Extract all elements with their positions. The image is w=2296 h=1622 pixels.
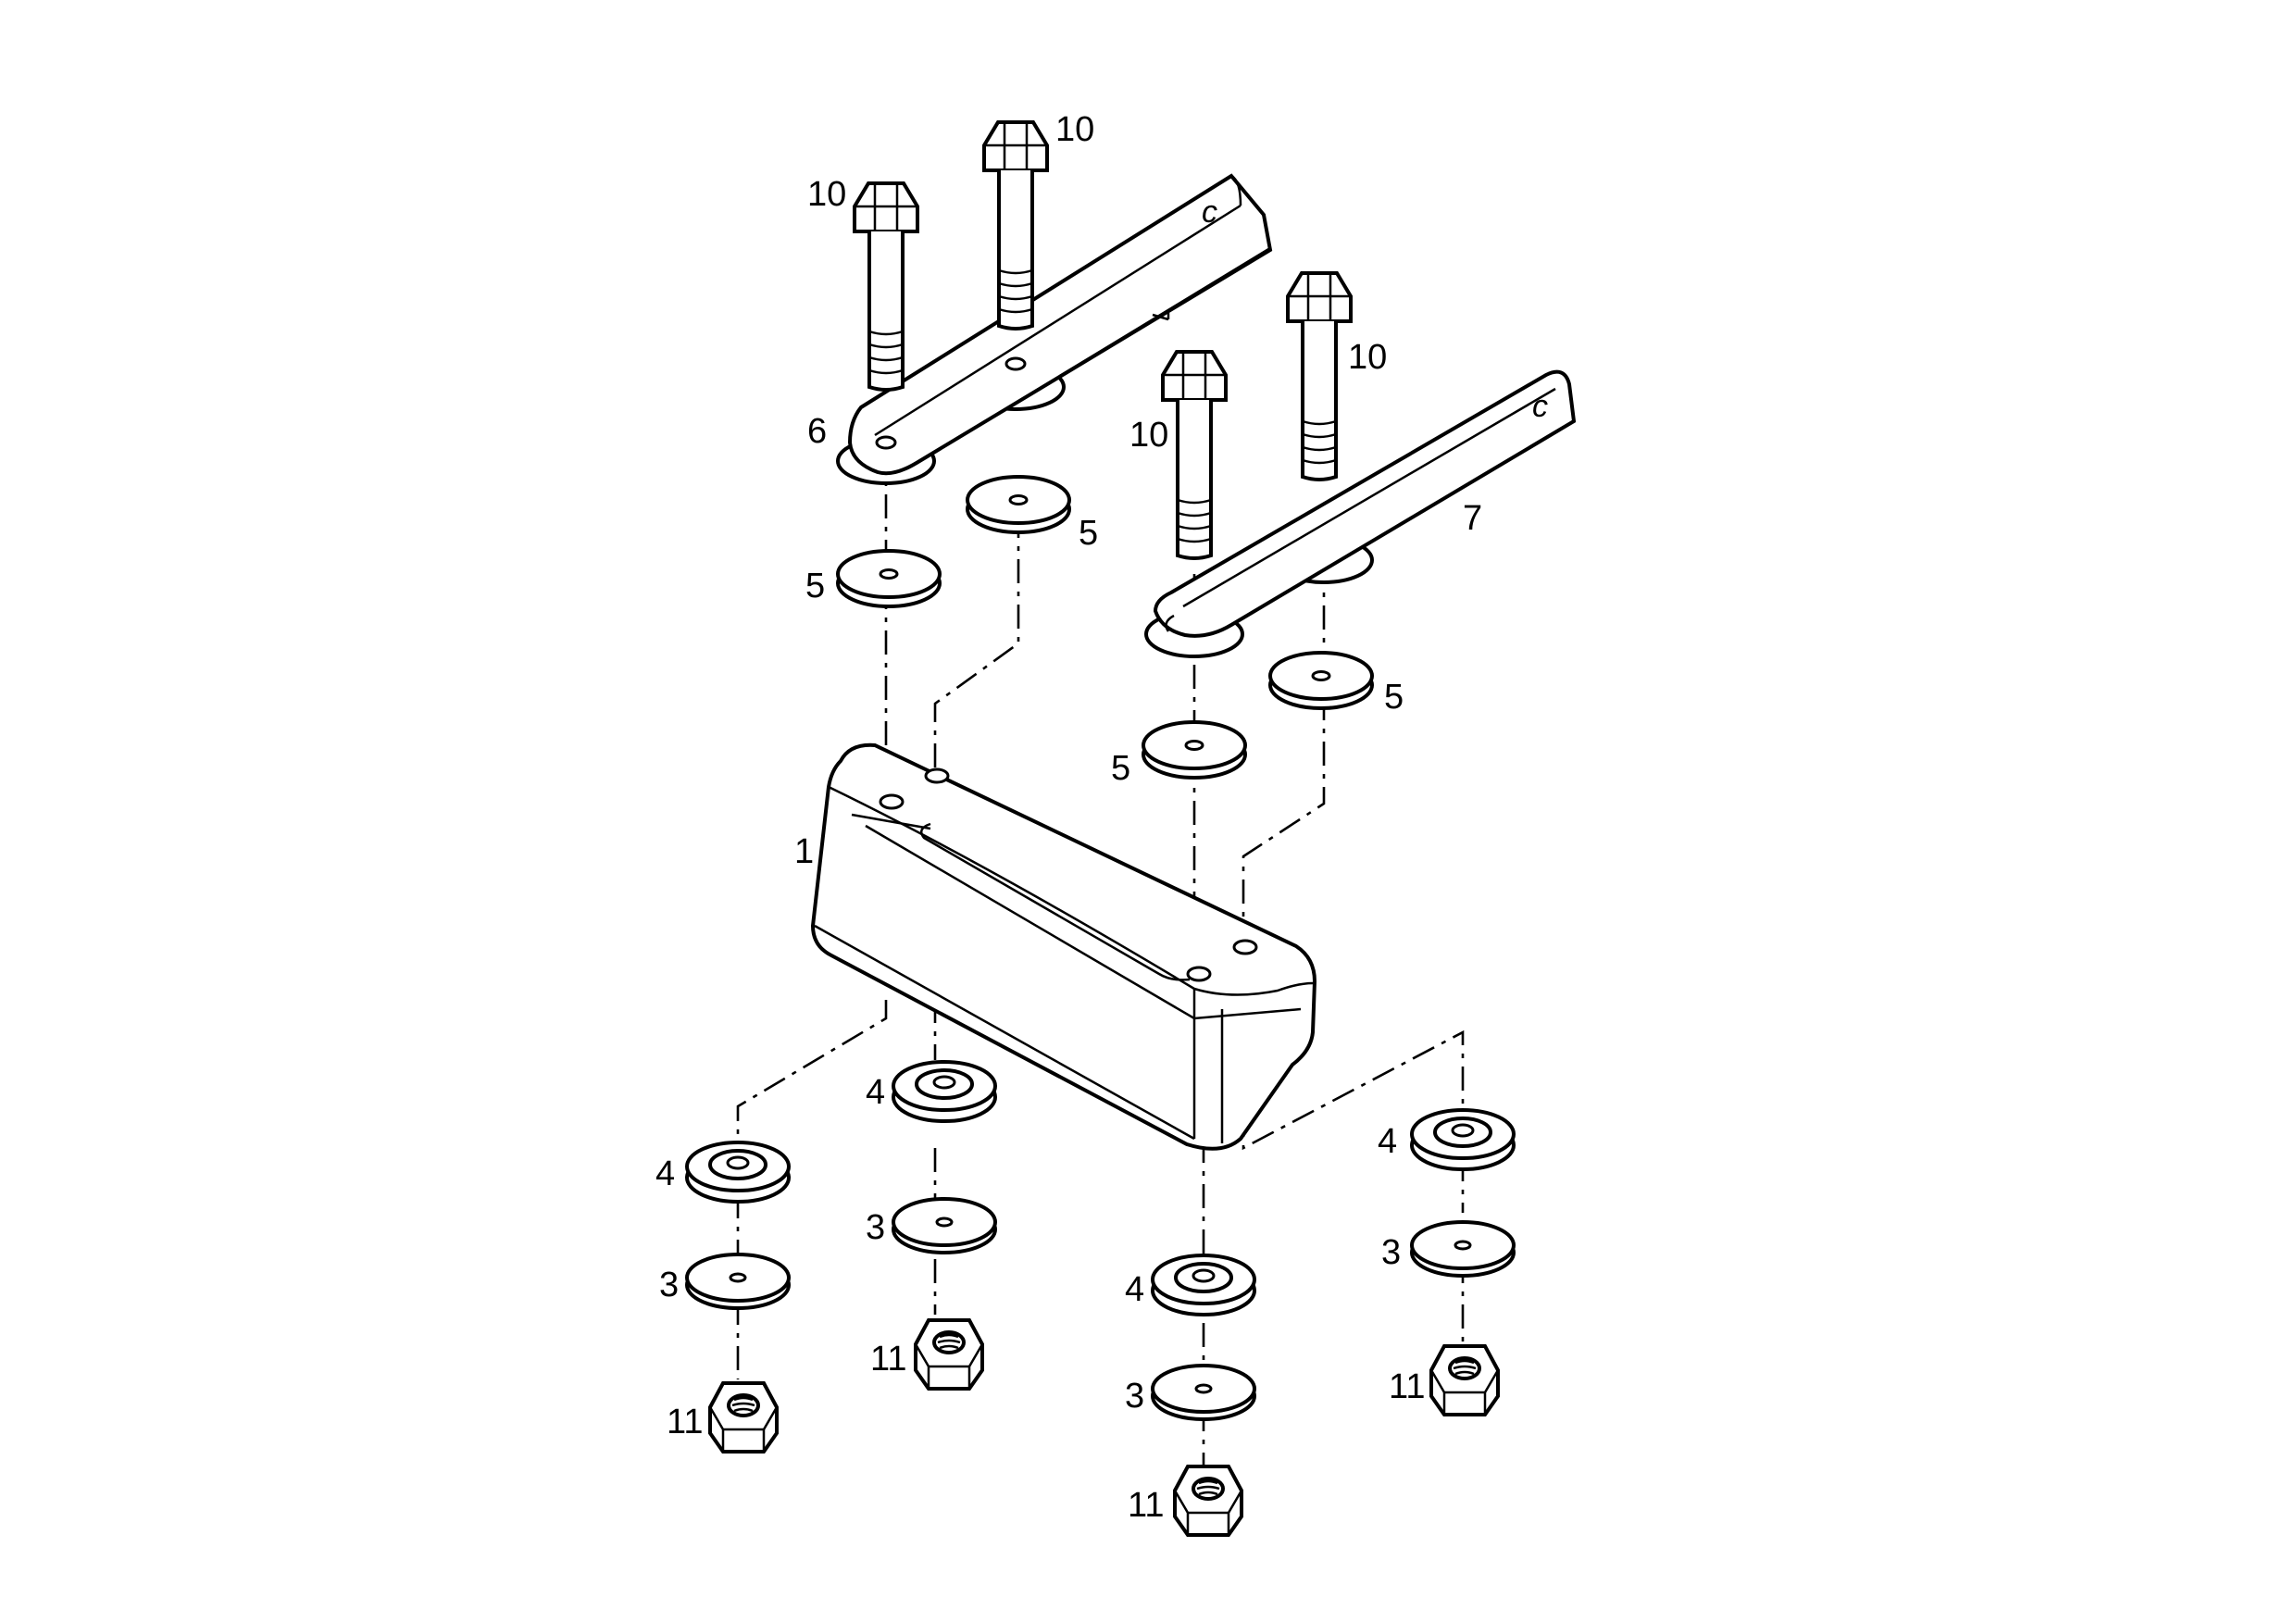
nut-a [708,1381,779,1454]
callout-11-d: 11 [1389,1367,1425,1406]
washer-3-d [1410,1220,1516,1278]
bolt-c [1161,350,1228,560]
bracket-mark-6: c [1202,194,1217,230]
nut-c [1173,1465,1243,1537]
bracket-part-6: c [836,173,1273,485]
callout-10-a: 10 [807,175,846,214]
callout-3-c: 3 [1125,1377,1144,1416]
callout-4-a: 4 [655,1154,675,1193]
callout-5-b: 5 [805,567,825,605]
callout-7: 7 [1463,499,1482,538]
callout-5-d: 5 [1111,749,1130,788]
nut-d [1429,1344,1500,1416]
washer-5-a [966,475,1071,534]
washer-5-d [1142,720,1247,780]
callout-3-a: 3 [659,1266,679,1304]
callout-10-c: 10 [1348,338,1387,377]
callout-10-d: 10 [1129,416,1168,455]
washer-5-b [836,549,942,608]
bolt-d [1286,271,1353,481]
callout-11-a: 11 [667,1403,703,1441]
washer-4-c [1151,1254,1256,1316]
callout-6: 6 [807,412,827,451]
callout-3-b: 3 [866,1208,885,1247]
bracket-mark-7: c [1532,389,1548,424]
callout-5-c: 5 [1384,678,1404,717]
washer-4-b [892,1060,997,1123]
callout-1: 1 [794,832,814,871]
washer-3-a [685,1253,791,1310]
callout-11-c: 11 [1128,1486,1164,1525]
washer-3-b [892,1197,997,1254]
nut-b [914,1318,984,1391]
callout-11-b: 11 [870,1340,906,1379]
washer-4-a [685,1141,791,1204]
callouts: 1 6 7 10 10 10 10 5 5 5 5 4 4 4 4 3 3 3 … [655,110,1482,1525]
callout-4-d: 4 [1378,1122,1397,1161]
washer-3-c [1151,1364,1256,1421]
callout-4-c: 4 [1125,1270,1144,1309]
bolt-a [853,181,919,392]
callout-3-d: 3 [1381,1233,1401,1272]
callout-5-a: 5 [1079,514,1098,553]
block-part-1 [810,742,1317,1151]
washer-5-c [1268,651,1374,710]
callout-4-b: 4 [866,1073,885,1112]
bracket-part-7: c [1144,369,1577,658]
washer-4-d [1410,1108,1516,1171]
callout-10-b: 10 [1055,110,1094,149]
